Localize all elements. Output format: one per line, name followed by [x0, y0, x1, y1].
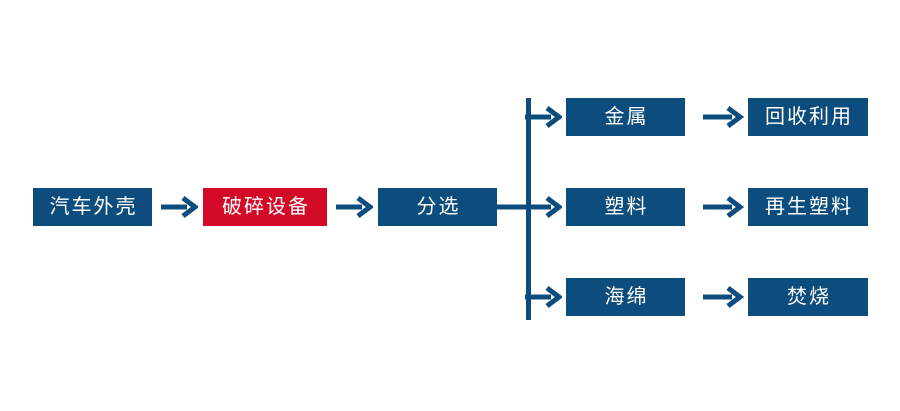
node-sponge-label: 海绵	[604, 286, 649, 308]
arrow-shell-to-crusher	[160, 196, 198, 218]
node-plastic-label: 塑料	[604, 196, 649, 218]
node-recycle-label: 回收利用	[765, 106, 853, 128]
node-metal-label: 金属	[604, 106, 649, 128]
node-regenerated-plastic[interactable]: 再生塑料	[748, 188, 868, 226]
arrow-sponge-to-incinerate	[700, 286, 744, 308]
connector-sorting-to-split-bus	[497, 196, 529, 218]
node-crusher-label: 破碎设备	[222, 196, 310, 218]
node-incineration-label: 焚烧	[787, 286, 831, 308]
arrow-metal-to-recycle	[700, 106, 744, 128]
node-plastic[interactable]: 塑料	[566, 188, 685, 226]
node-shell[interactable]: 汽车外壳	[33, 188, 152, 226]
node-shell-label: 汽车外壳	[49, 196, 138, 218]
node-sponge[interactable]: 海绵	[566, 278, 685, 316]
node-sorting-label: 分选	[416, 196, 461, 218]
arrow-crusher-to-sorting	[335, 196, 373, 218]
node-sorting[interactable]: 分选	[378, 188, 497, 226]
node-metal[interactable]: 金属	[566, 98, 685, 136]
node-regenerated-plastic-label: 再生塑料	[765, 196, 853, 218]
node-incineration[interactable]: 焚烧	[748, 278, 868, 316]
node-recycle[interactable]: 回收利用	[748, 98, 868, 136]
arrow-plastic-to-regen	[700, 196, 744, 218]
node-crusher[interactable]: 破碎设备	[203, 188, 327, 226]
split-bus-line	[526, 98, 531, 320]
